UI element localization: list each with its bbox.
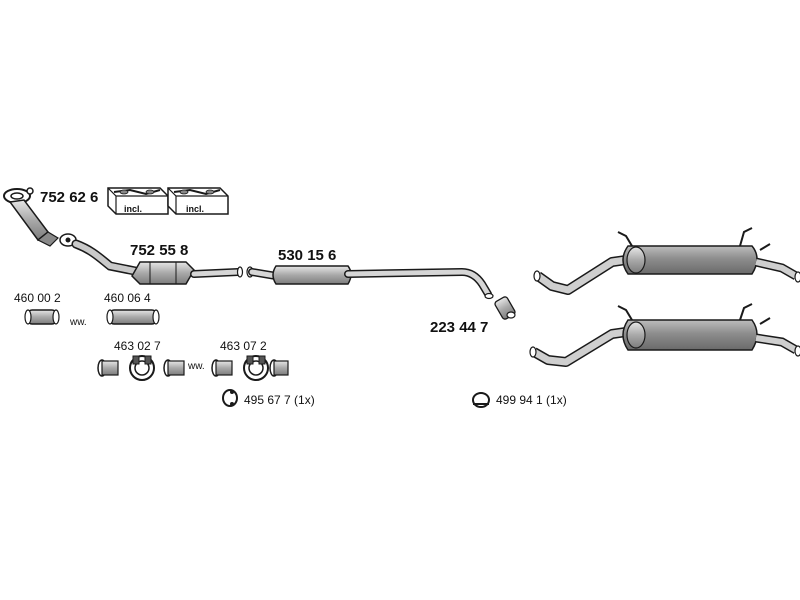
rear-silencer-lower [529, 303, 800, 367]
catalyst-part [71, 239, 244, 285]
clamp-b-label: 463 07 2 [220, 339, 267, 353]
catalyst-label: 752 55 8 [130, 242, 189, 259]
front-pipe-part [3, 187, 59, 247]
ww-note-2: ww. [188, 361, 205, 372]
rear-silencer-upper [533, 227, 800, 295]
front-pipe-label: 752 62 6 [40, 189, 99, 206]
gasket-b-label: 460 06 4 [104, 291, 151, 305]
incl-label-2: incl. [186, 204, 205, 214]
ww-note-1: ww. [70, 317, 87, 328]
connector-part [494, 296, 516, 320]
gasket-a-part [24, 309, 60, 325]
mount-ring-b-part [472, 392, 490, 408]
connector-label: 223 44 7 [430, 319, 489, 336]
incl-box-1 [107, 187, 169, 215]
mount-ring-a-part [222, 389, 238, 407]
incl-box-2 [167, 187, 229, 215]
middle-silencer-label: 530 15 6 [278, 247, 337, 264]
mount-ring-a-label: 495 67 7 (1x) [244, 393, 315, 407]
clamp-a-label: 463 02 7 [114, 339, 161, 353]
gasket-a-label: 460 00 2 [14, 291, 61, 305]
clamp-b-part [211, 355, 289, 381]
mount-ring-b-label: 499 94 1 (1x) [496, 393, 567, 407]
gasket-b-part [106, 309, 160, 325]
clamp-a-part [97, 355, 185, 381]
middle-silencer-part [246, 265, 494, 300]
incl-label-1: incl. [124, 204, 143, 214]
